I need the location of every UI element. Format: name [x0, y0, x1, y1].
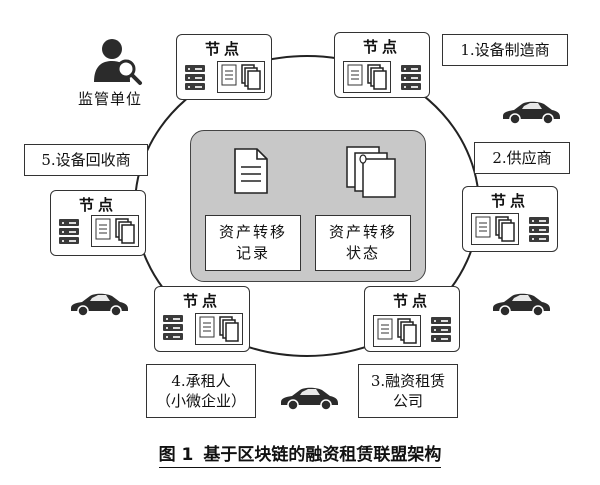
documents-icon [91, 215, 139, 247]
server-icon [59, 219, 79, 245]
state-line1: 资产转移 [328, 223, 397, 241]
lessee-line1: 4.承租人 [171, 372, 231, 390]
regulator-label: 监管单位 [78, 90, 143, 108]
server-icon [529, 217, 549, 243]
supplier-label: 2.供应商 [474, 142, 570, 174]
record-line1: 资产转移 [218, 223, 287, 241]
node-title: 节点 [78, 196, 117, 214]
documents-icon [195, 313, 243, 345]
node-title: 节点 [392, 292, 431, 310]
figure-number: 图 1 [158, 445, 194, 465]
leasing-company-label: 3.融资租赁 公司 [358, 364, 458, 418]
server-icon [163, 315, 183, 341]
node-bottom-left: 节点 [154, 286, 250, 352]
node-title: 节点 [182, 292, 221, 310]
car-icon [493, 293, 550, 317]
leasing-company-line1: 3.融资租赁 [370, 372, 446, 390]
node-title: 节点 [490, 192, 529, 210]
node-top-left: 节点 [176, 34, 272, 100]
documents-icon [471, 213, 519, 245]
car-icon [281, 387, 338, 411]
manufacturer-label: 1.设备制造商 [442, 34, 568, 66]
node-right: 节点 [462, 186, 558, 252]
figure-title: 基于区块链的融资租赁联盟架构 [203, 445, 442, 465]
car-icon [71, 293, 128, 317]
record-line2: 记录 [235, 244, 270, 262]
server-icon [401, 65, 421, 91]
node-left: 节点 [50, 190, 146, 256]
documents-icon [343, 61, 391, 93]
asset-transfer-record-box: 资产转移 记录 [205, 215, 301, 271]
node-bottom-right: 节点 [364, 286, 460, 352]
node-title: 节点 [204, 40, 243, 58]
server-icon [431, 317, 451, 343]
documents-icon [217, 61, 265, 93]
documents-icon [373, 315, 421, 347]
leasing-company-line2: 公司 [392, 392, 423, 410]
state-line2: 状态 [345, 244, 380, 262]
asset-transfer-state-box: 资产转移 状态 [315, 215, 411, 271]
car-icon [503, 101, 560, 125]
server-icon [185, 65, 205, 91]
regulator-icon [94, 39, 142, 85]
lessee-line2: （小微企业） [155, 392, 246, 410]
scroll-stack-icon [346, 146, 396, 198]
recycler-label: 5.设备回收商 [24, 144, 148, 176]
ledger-panel: 资产转移 记录 资产转移 状态 [190, 130, 426, 282]
node-top-right: 节点 [334, 32, 430, 98]
lessee-label: 4.承租人 （小微企业） [146, 364, 256, 418]
figure-caption: 图 1 基于区块链的融资租赁联盟架构 [0, 440, 600, 468]
node-title: 节点 [362, 38, 401, 56]
document-icon [234, 148, 268, 194]
